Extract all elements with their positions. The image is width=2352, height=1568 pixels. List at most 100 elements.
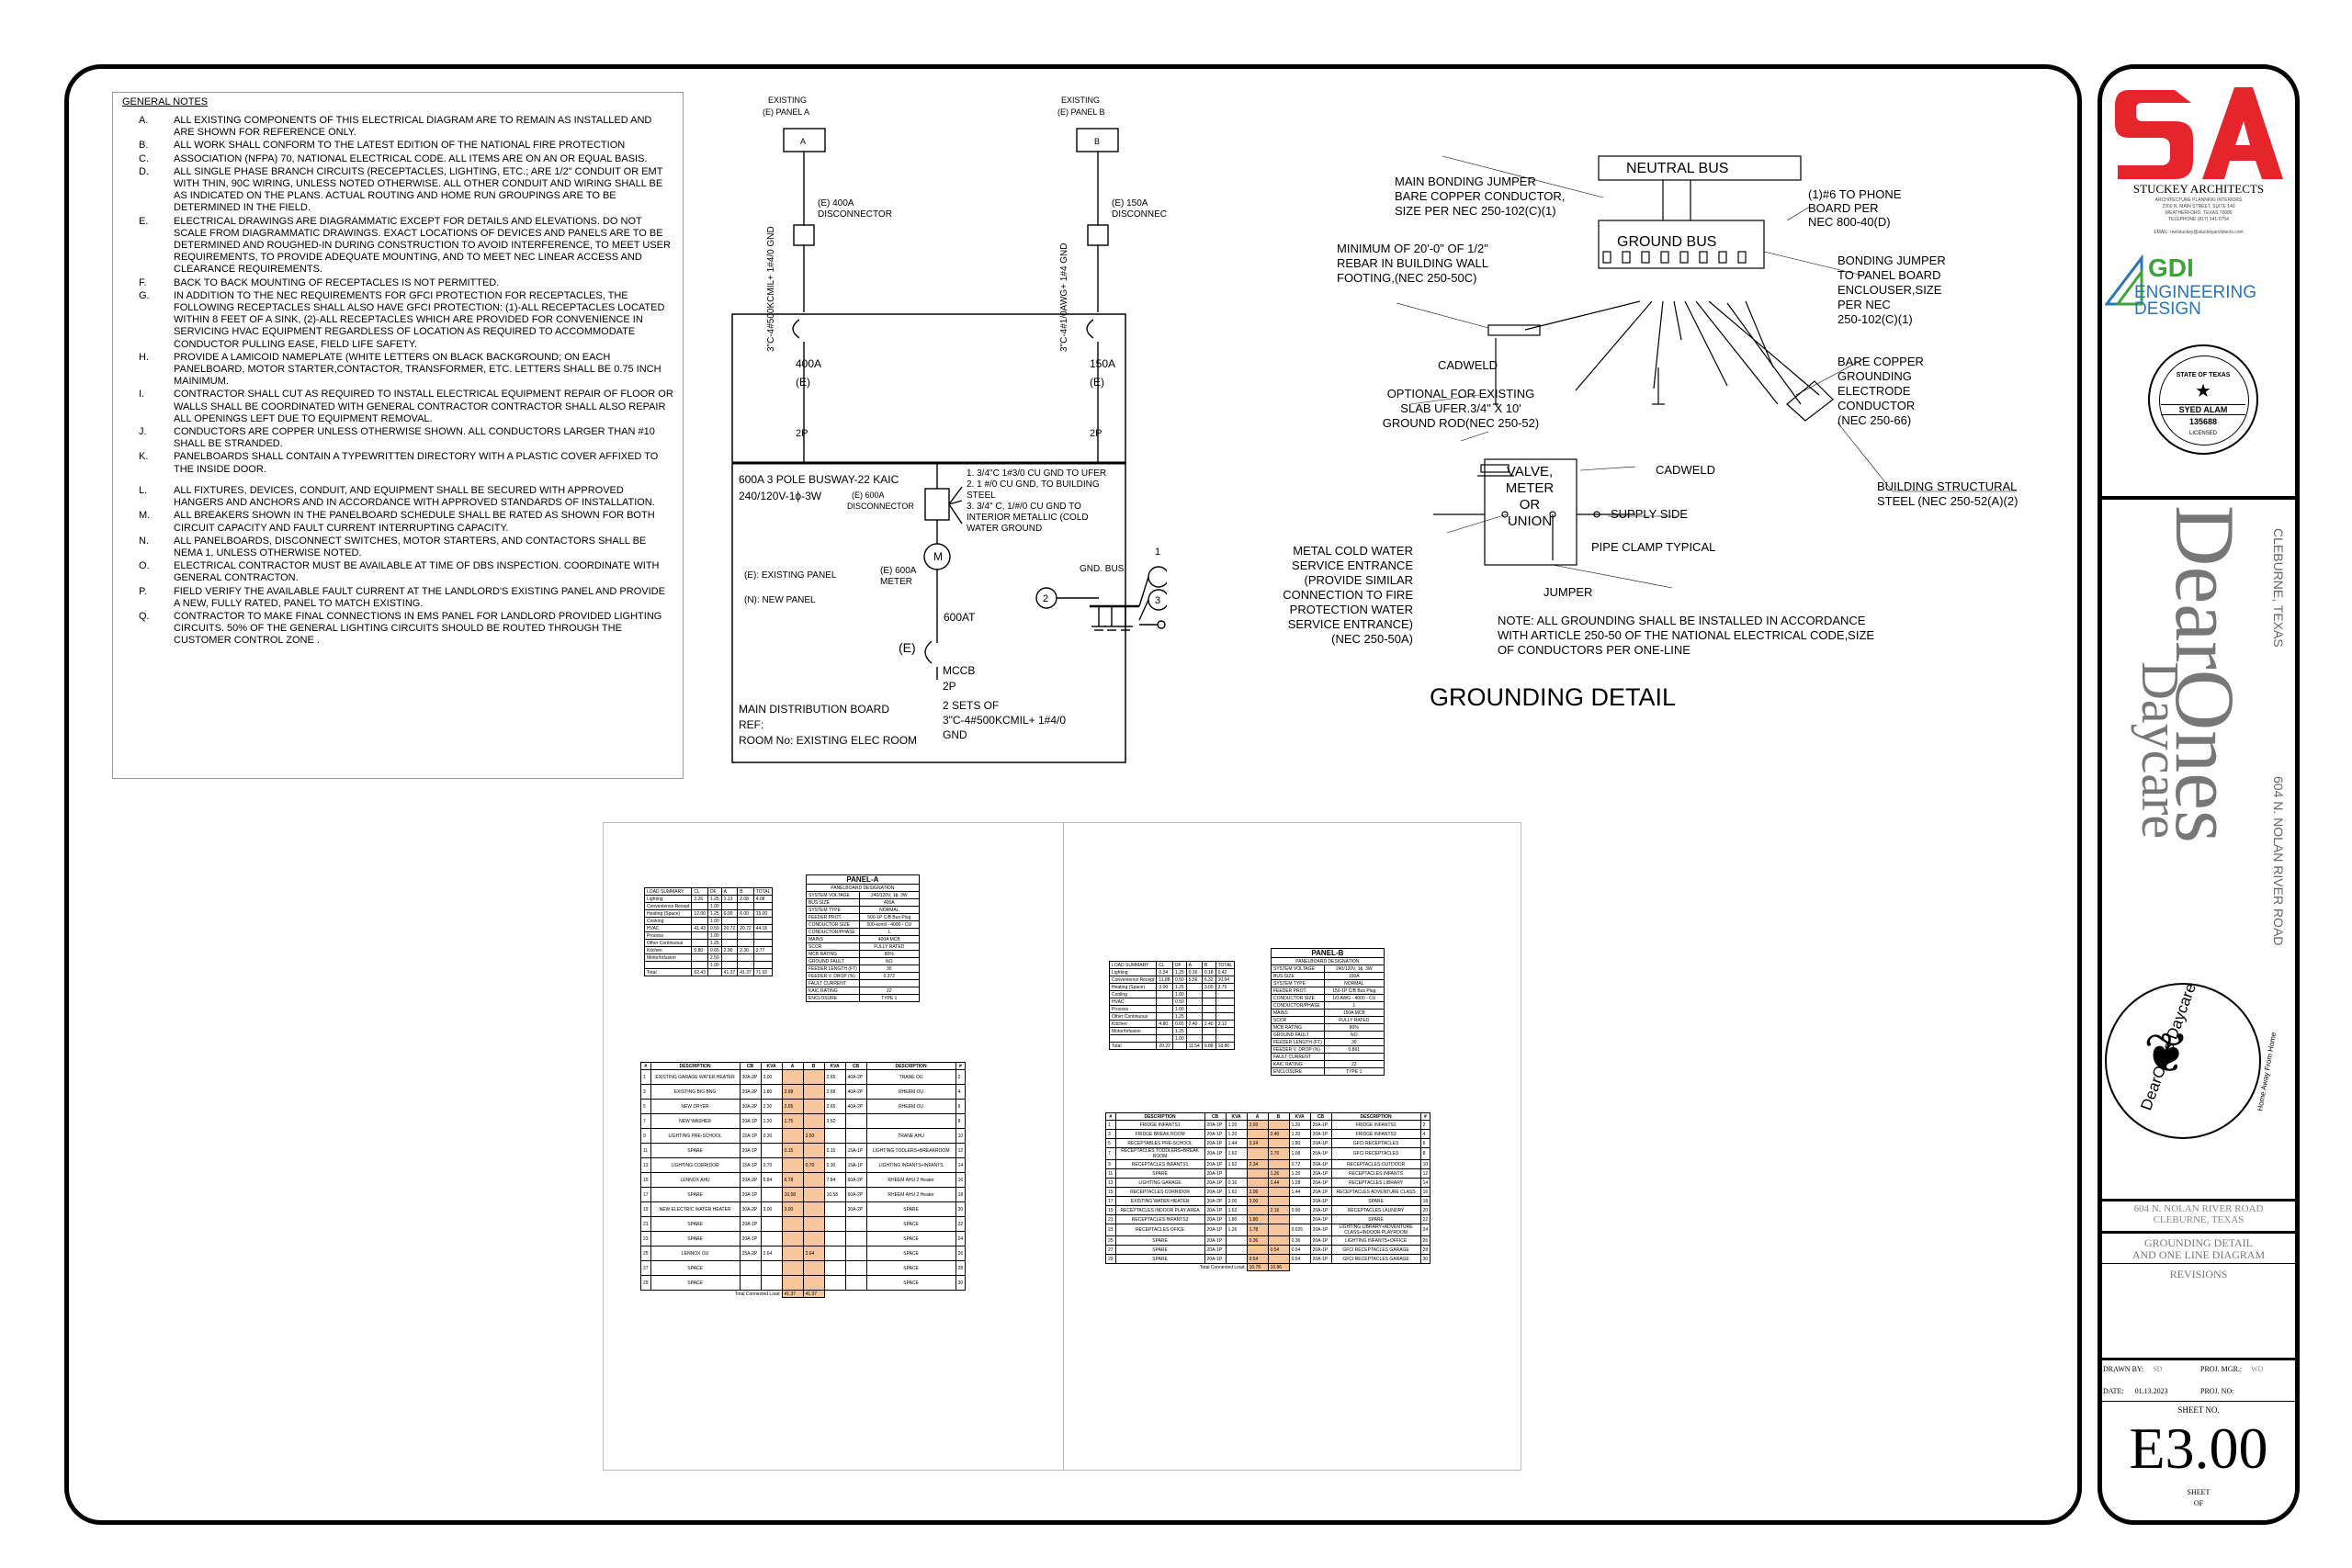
load-header-cell: TOTAL (752, 887, 774, 896)
load-cell: 1.25 (707, 939, 722, 947)
circuit-cell: LIGHTING GARAGE (1114, 1178, 1205, 1188)
spec-value: NO (858, 957, 920, 965)
circuit-cell: 20A-1P (1309, 1187, 1332, 1197)
circuit-number: 10 (1419, 1159, 1431, 1169)
circuit-cell: 2.16 (1267, 1205, 1290, 1215)
ground-lug (1737, 251, 1747, 264)
load-cell (752, 961, 774, 969)
circuit-cell (802, 1172, 825, 1188)
ground-rod-label: SLAB UFER.3/4" X 10' (1400, 401, 1521, 415)
note-item: K.PANELBOARDS SHALL CONTAIN A TYPEWRITTE… (122, 451, 673, 475)
note-letter: L. (139, 484, 148, 496)
circuit-header-cell: DESCRIPTION (1114, 1112, 1205, 1121)
load-cell: 11.88 (1156, 976, 1173, 984)
circuit-number: 5 (640, 1099, 651, 1114)
circuit-cell: 1.26 (1225, 1224, 1248, 1236)
proj-mgr: PROJ. MGR.: WD (2200, 1365, 2263, 1373)
note-text: ALL BREAKERS SHOWN IN THE PANELBOARD SCH… (174, 510, 655, 534)
spec-value: 1 (1323, 1001, 1385, 1010)
circuit-cell (1267, 1138, 1290, 1148)
circuit-header-cell: # (1419, 1112, 1431, 1121)
load-cell (720, 953, 739, 962)
circuit-number: 12 (955, 1143, 967, 1158)
note-text: IN ADDITION TO THE NEC REQUIREMENTS FOR … (174, 289, 665, 350)
load-cell (737, 902, 754, 910)
circuit-cell (1267, 1196, 1290, 1206)
load-cell (1156, 998, 1173, 1006)
circuit-number: 30 (1419, 1254, 1431, 1264)
circuit-cell (1246, 1168, 1269, 1179)
load-cell: 1.13 (720, 895, 739, 903)
load-cell (1156, 1027, 1173, 1035)
title-block-content: STUCKEY ARCHITECTS ARCHITECTURE PLANNING… (2098, 64, 2300, 1525)
spec-label: ENCLOSURE (1271, 1067, 1325, 1076)
circuit-header-cell: KVA (760, 1062, 783, 1070)
circuit-cell: SPARE (1114, 1245, 1205, 1255)
ground-note-line: 2. 1 #/0 CU GND, TO BUILDING (967, 479, 1100, 490)
spec-value: FULLY RATED (858, 942, 920, 951)
circuit-number: 22 (955, 1216, 967, 1232)
circuit-cell: GFCI RECEPTACLES GARAGE (1330, 1254, 1421, 1264)
load-header-cell: CL (691, 887, 708, 896)
circuit-cell (781, 1260, 804, 1276)
circuit-cell: EXISTING GARAGE WATER HEATER (650, 1069, 741, 1085)
panel-spec-row: FEEDER PROT.500-1P C/B Bus Plug (806, 913, 920, 921)
panel-title-row: PANEL-B (1271, 948, 1385, 958)
load-cell: Convenience Recept (643, 902, 693, 910)
load-cell: 20.72 (737, 924, 754, 932)
panel-spec-row: FEEDER LENGTH (FT)30 (1271, 1038, 1385, 1046)
circuit-cell: 20A-2P (739, 1084, 762, 1100)
circuit-cell: 20A-1P (1309, 1168, 1332, 1179)
bare-copper-label: BARE COPPER (1838, 355, 1924, 368)
circuit-cell (760, 1260, 783, 1276)
circuit-cell (802, 1231, 825, 1247)
circuit-cell: LIGHTING INFANTS+OFFICE (1330, 1235, 1421, 1246)
spec-value: TYPE 1 (1323, 1067, 1385, 1076)
circuit-cell: 20A-1P (1309, 1138, 1332, 1148)
spec-value: 0.861 (1323, 1045, 1385, 1054)
load-cell: Heating (Space) (1108, 983, 1158, 991)
load-cell: HVAC (643, 924, 693, 932)
ground-note-line: STEEL (967, 491, 996, 501)
seal-state: STATE OF TEXAS (2176, 372, 2231, 378)
load-cell (752, 931, 774, 940)
circuit-cell: 1.26 (1288, 1168, 1311, 1179)
load-cell: Convenience Recept (1108, 976, 1158, 984)
circuit-cell: 20A-1P (1204, 1235, 1227, 1246)
panel-a-label: (E) PANEL A (763, 107, 809, 117)
load-cell: 6.00 (720, 909, 739, 918)
building-steel-label: STEEL (NEC 250-52(A)(2) (1877, 494, 2018, 508)
circuit-cell: 20A-1P (1309, 1224, 1332, 1236)
circuit-number: 7 (640, 1113, 651, 1129)
schedule-divider (1063, 823, 1064, 1470)
load-cell (720, 902, 739, 910)
panel-b-box-label: B (1094, 137, 1100, 146)
circuit-cell (823, 1260, 846, 1276)
circuit-cell: RHEEM AHU 2 Heater (865, 1187, 956, 1202)
bare-copper-label: GROUNDING (1838, 369, 1912, 383)
water-entrance-label: (NEC 250-50A) (1331, 632, 1413, 646)
project-title-line2: Daycare (2131, 661, 2190, 840)
ground-lug (1679, 251, 1689, 264)
load-cell (1185, 990, 1203, 998)
load-cell: 6.32 (1201, 976, 1216, 984)
bare-copper-label: CONDUCTOR (1838, 399, 1915, 412)
circuit-cell: SPARE (1330, 1196, 1421, 1206)
spec-label: BUS SIZE (1271, 972, 1325, 980)
spec-value: 400A (858, 898, 920, 907)
circuit-cell: 0.54 (1246, 1254, 1269, 1264)
grounding-note-line: WITH ARTICLE 250-50 OF THE NATIONAL ELEC… (1498, 628, 1874, 642)
load-cell: Heating (Space) (643, 909, 693, 918)
circuit-cell (844, 1113, 867, 1129)
